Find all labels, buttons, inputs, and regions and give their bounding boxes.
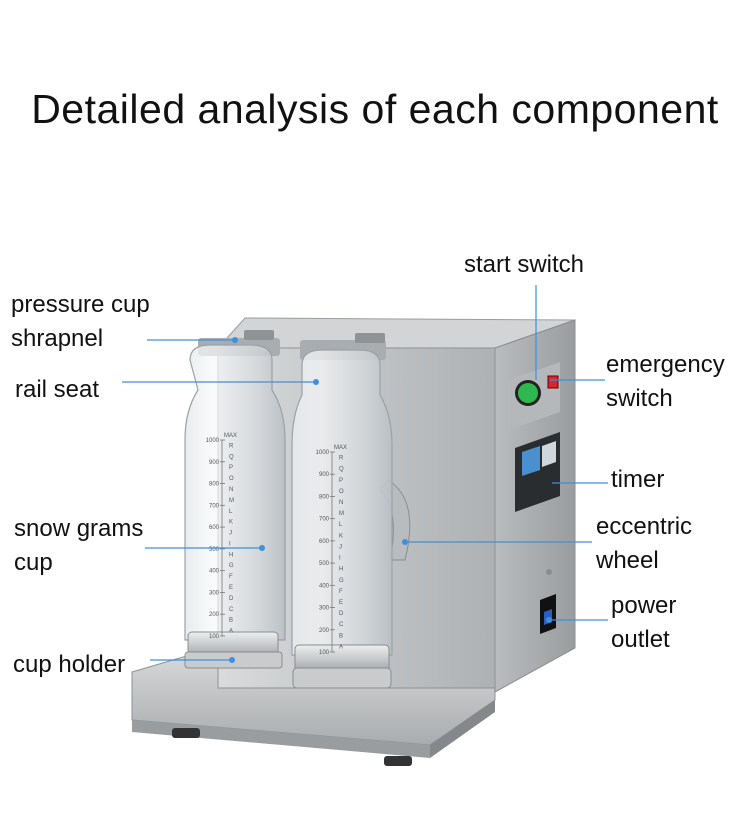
cup-scale-letter-mark: O bbox=[339, 489, 344, 495]
cup-scale-volume-mark: 1000 bbox=[316, 450, 330, 456]
cup-scale-letter-mark: J bbox=[229, 531, 232, 537]
cup-scale-letter-mark: Q bbox=[339, 467, 344, 473]
cup-scale-volume-mark: 200 bbox=[209, 612, 220, 618]
emergency-switch-button[interactable] bbox=[547, 375, 559, 389]
cup-scale-volume-mark: 300 bbox=[209, 590, 220, 596]
cup-scale-letter-mark: E bbox=[229, 585, 233, 591]
emergency-switch-line2: switch bbox=[606, 385, 673, 412]
start-switch-label: start switch bbox=[464, 251, 585, 278]
cup-scale-letter-mark: A bbox=[229, 629, 233, 635]
cup-scale-volume-mark: 400 bbox=[209, 569, 220, 575]
left-shaker-cup: MAX 1000 900 800 700 600 500 400 300 200 100 RQPONM… bbox=[184, 330, 286, 669]
control-panel bbox=[508, 362, 560, 634]
right-shaker-cup: MAX 1000 900 800 700 600 500 400 300 200 100 RQPONM… bbox=[291, 333, 393, 689]
cup-scale-letter-mark: F bbox=[339, 589, 343, 595]
start-switch-button[interactable] bbox=[518, 383, 538, 403]
cup-scale-letter-mark: J bbox=[339, 544, 342, 550]
cup-scale-letter-mark: A bbox=[339, 644, 343, 650]
emergency-switch-label: emergency switch bbox=[606, 348, 725, 416]
cup-scale-volume-mark: 1000 bbox=[206, 438, 220, 444]
cup-scale-letter-mark: C bbox=[339, 622, 344, 628]
snow-grams-cup-line2: cup bbox=[14, 549, 53, 576]
cup-scale-letter-mark: I bbox=[229, 541, 231, 547]
cup-scale-volume-mark: 400 bbox=[319, 583, 330, 589]
snow-grams-cup-line1: snow grams bbox=[14, 515, 144, 542]
cup-scale-letter-mark: L bbox=[339, 522, 343, 528]
cup-scale-volume-mark: 500 bbox=[209, 547, 220, 553]
cup-scale-volume-mark: 500 bbox=[319, 561, 330, 567]
leader-dots bbox=[229, 337, 552, 663]
pressure-cup-shrapnel-line1: pressure cup bbox=[11, 291, 150, 318]
cup-scale-volume-mark: 900 bbox=[209, 460, 220, 466]
cup-scale-letter-mark: N bbox=[339, 500, 343, 506]
cup-scale-volume-mark: 700 bbox=[319, 517, 330, 523]
cup-scale-letter-mark: H bbox=[339, 567, 343, 573]
cup-scale-volume-mark: 100 bbox=[209, 634, 220, 640]
cup-scale-letter-mark: P bbox=[339, 478, 343, 484]
power-outlet-label: power outlet bbox=[611, 589, 676, 657]
cup-scale-max-label: MAX bbox=[224, 433, 237, 439]
cup-scale-letter-mark: G bbox=[339, 578, 344, 584]
cup-scale-letter-mark: G bbox=[229, 563, 234, 569]
cup-scale-letter-mark: C bbox=[229, 607, 234, 613]
cup-scale-letter-mark: L bbox=[229, 509, 233, 515]
cup-scale-volume-mark: 800 bbox=[319, 494, 330, 500]
page-title: Detailed analysis of each component bbox=[31, 86, 719, 132]
cup-scale-letter-mark: B bbox=[229, 618, 233, 624]
cup-scale-letter-mark: P bbox=[229, 465, 233, 471]
rail-seat-label: rail seat bbox=[15, 376, 100, 403]
cup-scale-letter-mark: H bbox=[229, 552, 233, 558]
power-outlet-line1: power bbox=[611, 592, 677, 619]
snow-grams-cup-label: snow grams cup bbox=[14, 512, 143, 580]
cup-scale-letter-mark: K bbox=[229, 520, 233, 526]
cup-scale-volume-mark: 600 bbox=[319, 539, 330, 545]
cup-scale-letter-mark: O bbox=[229, 476, 234, 482]
cup-scale-letter-mark: E bbox=[339, 600, 343, 606]
cup-scale-letter-mark: K bbox=[339, 533, 343, 539]
cup-scale-letter-mark: M bbox=[229, 498, 234, 504]
cup-scale-letter-mark: D bbox=[339, 611, 344, 617]
right-cup-holder bbox=[292, 667, 392, 689]
cup-scale-letter-mark: D bbox=[229, 596, 234, 602]
cup-scale-letter-mark: M bbox=[339, 511, 344, 517]
cup-scale-letter-mark: R bbox=[229, 443, 234, 449]
power-outlet-line2: outlet bbox=[611, 626, 670, 653]
eccentric-wheel-line2: wheel bbox=[596, 547, 659, 574]
cup-scale-volume-mark: 800 bbox=[209, 482, 220, 488]
cup-scale-max-label: MAX bbox=[334, 445, 347, 451]
pressure-cup-shrapnel-line2: shrapnel bbox=[11, 325, 104, 352]
leader-lines bbox=[122, 285, 608, 661]
cup-scale-volume-mark: 100 bbox=[319, 650, 330, 656]
eccentric-wheel-line1: eccentric bbox=[596, 513, 693, 540]
cup-scale-volume-mark: 700 bbox=[209, 503, 220, 509]
cup-scale-volume-mark: 900 bbox=[319, 472, 330, 478]
timer-label: timer bbox=[611, 466, 665, 493]
cup-scale-letter-mark: B bbox=[339, 633, 343, 639]
eccentric-wheel-label: eccentric wheel bbox=[596, 510, 692, 578]
cup-scale-volume-mark: 600 bbox=[209, 525, 220, 531]
pressure-cup-shrapnel-label: pressure cup shrapnel bbox=[11, 288, 150, 356]
cup-scale-volume-mark: 200 bbox=[319, 628, 330, 634]
cup-scale-letter-mark: R bbox=[339, 456, 344, 462]
left-cup-scale: MAX 1000 900 800 700 600 500 400 300 200 100 RQPONM… bbox=[206, 433, 237, 640]
emergency-switch-line1: emergency bbox=[606, 351, 725, 378]
cup-scale-letter-mark: Q bbox=[229, 454, 234, 460]
cup-scale-volume-mark: 300 bbox=[319, 606, 330, 612]
right-cup-scale: MAX 1000 900 800 700 600 500 400 300 200 100 RQPONM… bbox=[316, 445, 347, 656]
cup-scale-letter-mark: F bbox=[229, 574, 233, 580]
cup-scale-letter-mark: I bbox=[339, 556, 341, 562]
cup-holder-label: cup holder bbox=[13, 651, 126, 678]
cup-scale-letter-mark: N bbox=[229, 487, 233, 493]
